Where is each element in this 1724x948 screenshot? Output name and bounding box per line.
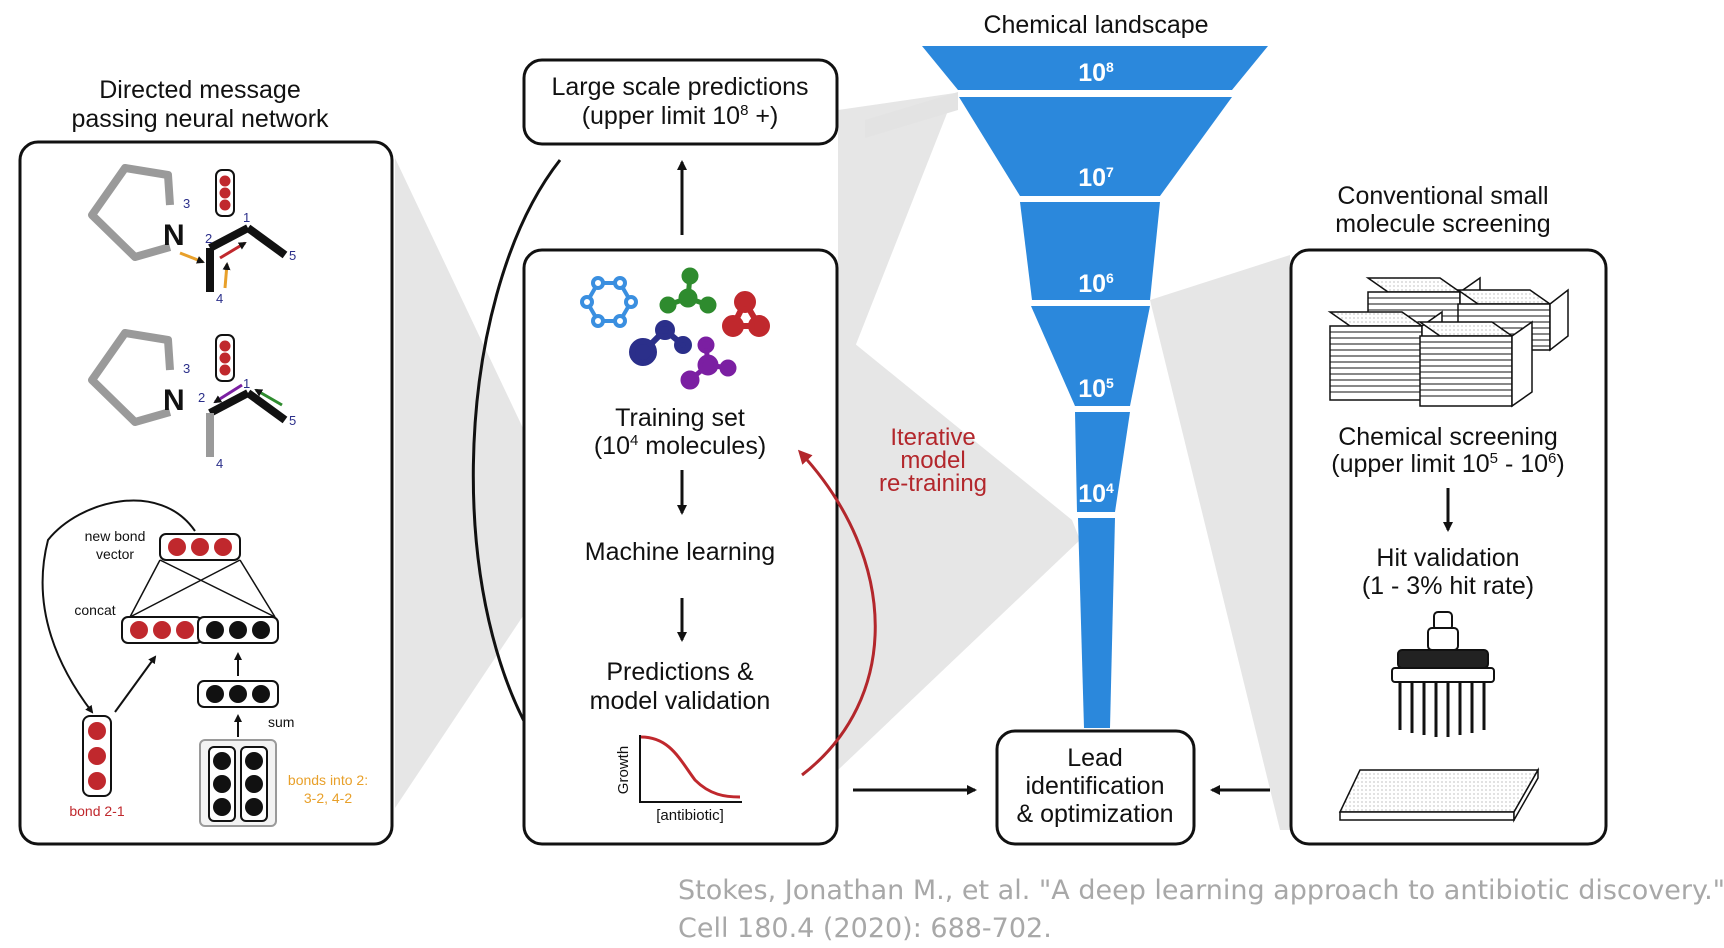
citation-line2: Cell 180.4 (2020): 688-702. xyxy=(678,913,1052,944)
funnel-label-5: 104 xyxy=(1078,480,1114,508)
training-wedge-top xyxy=(838,93,955,600)
atom-index-5: 5 xyxy=(289,248,296,263)
hit-validation-line2: (1 - 3% hit rate) xyxy=(1362,572,1534,600)
training-set-line1: Training set xyxy=(615,404,745,432)
citation-line1: Stokes, Jonathan M., et al. "A deep lear… xyxy=(678,875,1724,906)
atom-index-1b: 1 xyxy=(243,376,250,391)
lead-line3: & optimization xyxy=(1016,800,1173,828)
predictions-line2: model validation xyxy=(590,687,771,715)
funnel: Chemical landscape 108 107 106 105 104 xyxy=(922,11,1268,728)
dmpnn-wedge xyxy=(395,158,575,808)
training-set-line2: (104 molecules) xyxy=(594,432,766,460)
funnel-level-5 xyxy=(1075,412,1130,512)
concat-label: concat xyxy=(74,602,115,618)
atom-index-3: 3 xyxy=(183,196,190,211)
lead-box xyxy=(995,729,1196,846)
atom-n-label-2: N xyxy=(163,384,185,417)
growth-axis-label: Growth xyxy=(615,746,632,794)
training-wedge xyxy=(838,330,1080,770)
chemical-screening-line2: (upper limit 105 - 106) xyxy=(1331,450,1564,478)
bonds-into-label-1: bonds into 2: xyxy=(288,772,368,788)
atom-index-3b: 3 xyxy=(183,361,190,376)
bonds-into-label-2: 3-2, 4-2 xyxy=(304,790,352,806)
large-scale-box xyxy=(522,58,839,146)
large-scale-box-group: Large scale predictions (upper limit 108… xyxy=(522,58,839,146)
conventional-wedge xyxy=(1150,255,1290,830)
molecule-middle: N 3 2 1 5 4 xyxy=(88,329,296,471)
atom-index-2b: 2 xyxy=(198,390,205,405)
machine-learning-label: Machine learning xyxy=(585,538,775,566)
molecule-top: N 3 2 1 5 4 xyxy=(88,164,296,306)
ml-box xyxy=(522,248,839,846)
predictions-line1: Predictions & xyxy=(606,658,754,686)
bond-2-1-label: bond 2-1 xyxy=(69,803,124,819)
conventional-title-line2: molecule screening xyxy=(1335,210,1550,238)
funnel-title: Chemical landscape xyxy=(983,11,1208,39)
iterative-retraining-arrow xyxy=(797,449,877,777)
atom-index-1: 1 xyxy=(243,210,250,225)
citation: Stokes, Jonathan M., et al. "A deep lear… xyxy=(678,872,1724,948)
new-bond-label-1: new bond xyxy=(85,528,146,544)
plate-stacks-icon xyxy=(1327,276,1569,408)
large-scale-wedge xyxy=(865,92,958,138)
atom-index-4: 4 xyxy=(216,291,223,306)
lead-box-group: Lead identification & optimization xyxy=(995,729,1196,846)
iterative-line3: re-training xyxy=(879,470,987,497)
conventional-panel: Conventional small molecule screening Ch… xyxy=(1289,182,1608,846)
large-scale-line1: Large scale predictions xyxy=(551,73,808,101)
atom-index-5b: 5 xyxy=(289,413,296,428)
antibiotic-axis-label: [antibiotic] xyxy=(656,807,724,824)
funnel-label-1: 108 xyxy=(1078,59,1114,87)
large-scale-line2: (upper limit 108 +) xyxy=(582,102,779,130)
funnel-label-4: 105 xyxy=(1078,375,1114,403)
atom-index-4b: 4 xyxy=(216,456,223,471)
well-plate-icon xyxy=(1338,767,1540,823)
projection-wedges xyxy=(395,92,1290,830)
hit-validation-line1: Hit validation xyxy=(1376,544,1519,572)
dmpnn-title-line1: Directed message xyxy=(99,76,300,104)
network-schematic: new bond vector concat su xyxy=(41,499,368,827)
arrow-curve-left xyxy=(471,159,562,774)
dmpnn-panel: Directed message passing neural network … xyxy=(18,76,394,846)
new-bond-label-2: vector xyxy=(96,546,134,562)
dmpnn-box xyxy=(18,140,394,846)
atom-index-2: 2 xyxy=(205,231,212,246)
funnel-level-4 xyxy=(1031,306,1150,406)
lead-line1: Lead xyxy=(1067,744,1123,772)
ml-box-group: Training set (104 molecules) Machine lea… xyxy=(522,248,839,846)
iterative-line2: model xyxy=(900,447,965,474)
conventional-title-line1: Conventional small xyxy=(1337,182,1548,210)
funnel-level-2 xyxy=(959,97,1232,196)
chemical-screening-line1: Chemical screening xyxy=(1338,423,1558,451)
dmpnn-title-line2: passing neural network xyxy=(71,105,329,133)
funnel-level-3 xyxy=(1020,202,1160,300)
lead-line2: identification xyxy=(1026,772,1165,800)
funnel-stem xyxy=(1078,518,1115,728)
atom-n-label: N xyxy=(163,219,185,252)
pipette-icon xyxy=(1391,611,1495,737)
funnel-label-2: 107 xyxy=(1078,164,1114,192)
iterative-line1: Iterative xyxy=(890,424,975,451)
funnel-label-3: 106 xyxy=(1078,270,1114,298)
training-molecules-icon xyxy=(580,267,770,390)
sum-label: sum xyxy=(268,714,294,730)
growth-curve-plot: Growth [antibiotic] xyxy=(615,735,742,824)
funnel-level-1 xyxy=(922,46,1268,90)
